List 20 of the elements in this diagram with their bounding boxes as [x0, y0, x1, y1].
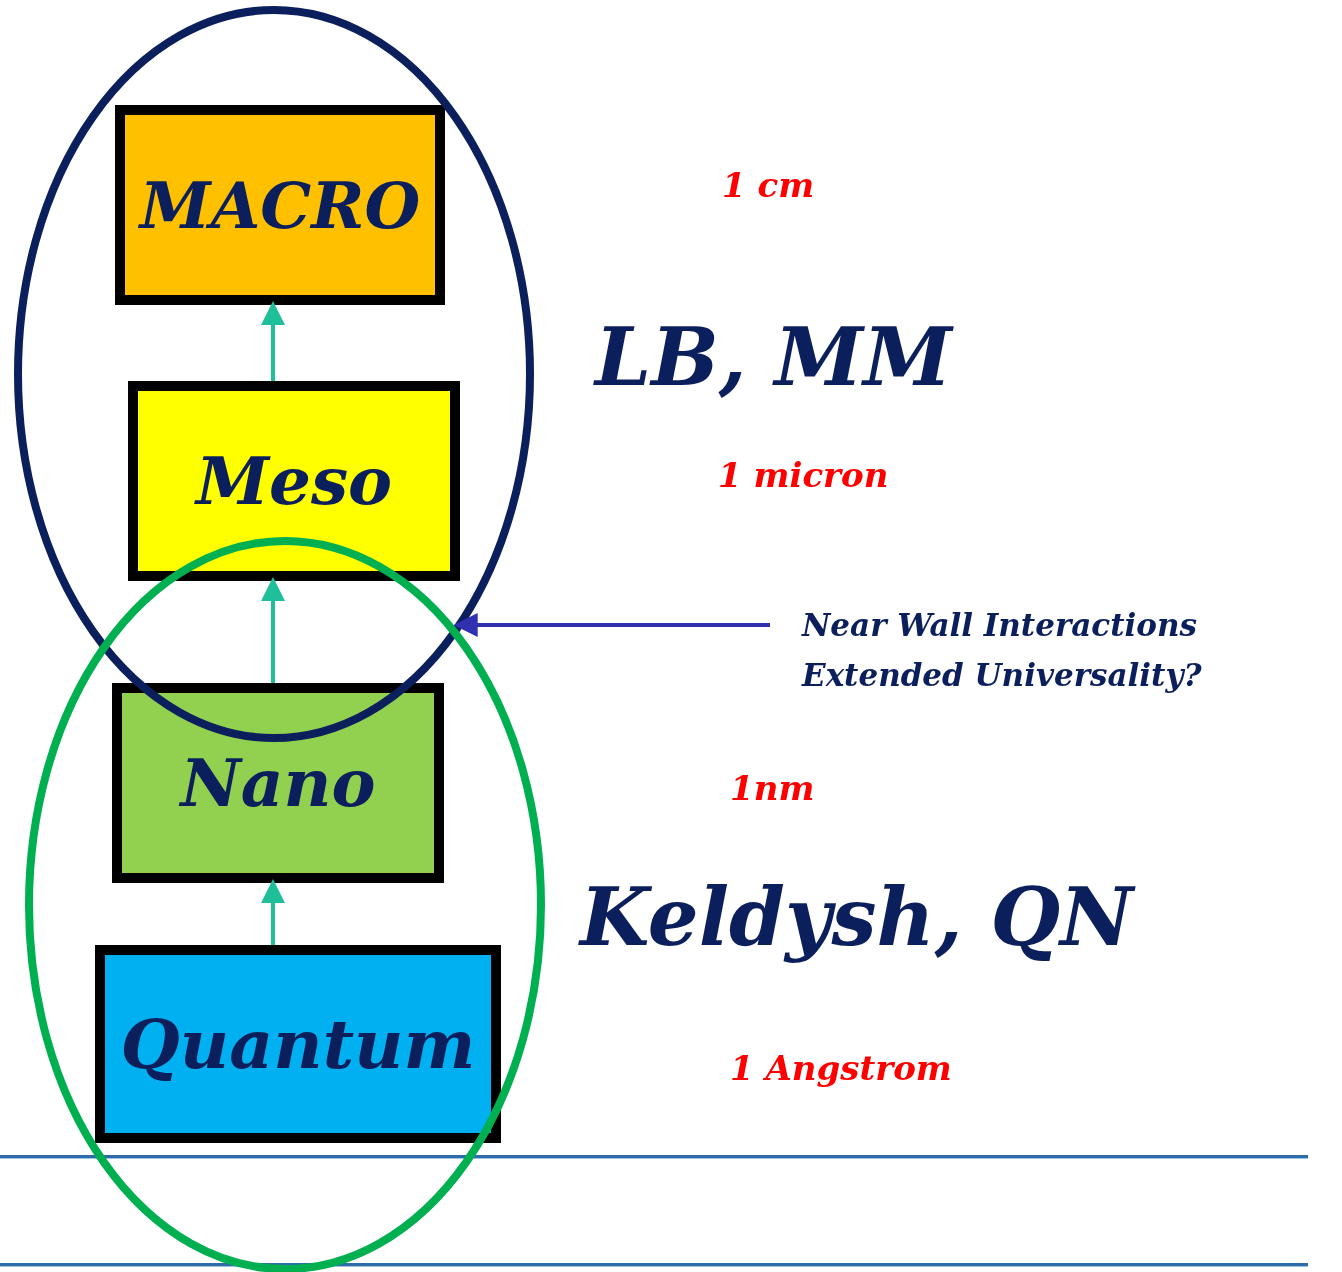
scale-label: Meso — [195, 442, 393, 520]
note-text: Extended Universality? — [802, 656, 1203, 695]
arrow — [261, 577, 285, 683]
scale-box — [115, 105, 445, 305]
scale-box — [95, 945, 501, 1143]
scale-label: Quantum — [120, 1004, 476, 1084]
method-label: Keldysh, QN — [580, 870, 1134, 964]
arrow — [453, 613, 770, 637]
note-text: Near Wall Interactions — [802, 606, 1198, 645]
scale-length-label: 1 micron — [718, 455, 889, 495]
scale-length-label: 1 cm — [722, 165, 815, 205]
scale-box — [128, 381, 460, 581]
arrow — [261, 879, 285, 945]
arrow — [261, 301, 285, 381]
scale-length-label: 1nm — [730, 768, 815, 808]
scale-label: Nano — [180, 744, 376, 822]
scale-box — [112, 683, 444, 883]
scale-length-label: 1 Angstrom — [730, 1048, 952, 1088]
method-label: LB, MM — [595, 310, 952, 404]
scale-label: MACRO — [139, 167, 421, 243]
